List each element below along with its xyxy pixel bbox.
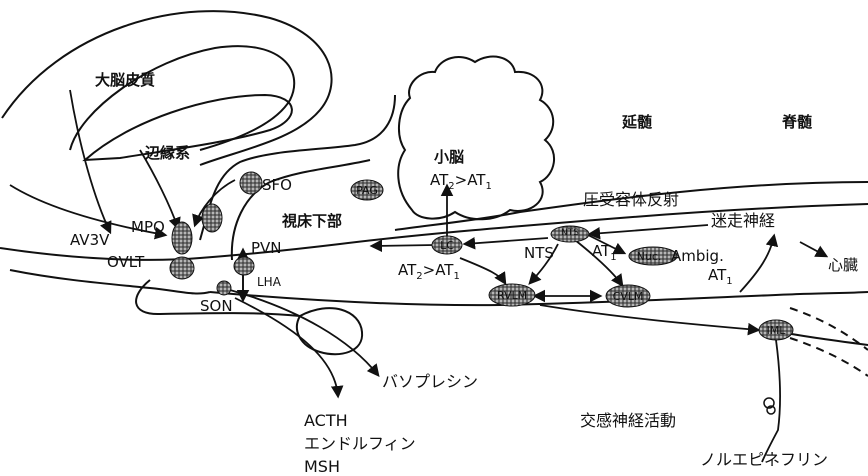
arrow-iml-down (761, 339, 782, 463)
iml-shape (758, 319, 794, 341)
pathways (9, 89, 829, 463)
endorphin-label: エンドルフィン (304, 434, 416, 453)
cortex-inner-arc (69, 45, 296, 151)
ganglion (763, 397, 776, 415)
arrow-son-vasopressin (229, 289, 380, 377)
ovlt-label: OVLT (107, 253, 145, 271)
nuc-amb-shape (628, 246, 678, 266)
arrow-lc-rvlm (459, 257, 507, 286)
cvlm-shape (605, 284, 651, 308)
son-shape (216, 280, 232, 296)
cortex-outer-arc (1, 10, 333, 166)
lha-label: LHA (257, 275, 281, 289)
pag-shape (350, 179, 384, 201)
msh-label: MSH (304, 457, 340, 476)
cerebellum-ratio: AT2>AT1 (430, 171, 492, 192)
arrow-vagus-heart (799, 241, 829, 258)
spinal-cord-label: 脊髄 (782, 113, 813, 131)
cvlm-text: CVLM (612, 290, 644, 303)
baroreflex-label: 圧受容体反射 (583, 190, 680, 209)
rvlm-text: RVLM (496, 289, 528, 302)
arrow-cortex-ovlt (9, 184, 168, 240)
ambig-at1: AT1 (708, 266, 733, 287)
nuc-amb-text: Nuc. (636, 250, 662, 263)
heart-label: 心臓 (828, 256, 859, 274)
cerebellum-base (394, 181, 868, 231)
ambig-label: Ambig. (671, 247, 724, 265)
medulla-label: 延髄 (622, 113, 653, 131)
noradrenaline-label: ノルエピネフリン (700, 450, 829, 469)
corpus-callosum (82, 93, 293, 162)
pituitary (295, 307, 364, 356)
pvn-shape (233, 256, 255, 276)
lc-ratio: AT2>AT1 (398, 261, 460, 282)
hypothalamic-wall (230, 159, 371, 261)
lc-text: LC (440, 239, 454, 252)
sfo-label: SFO (262, 176, 292, 194)
ovlt-shape (169, 256, 195, 280)
rvlm-shape (488, 283, 536, 307)
arrow-lc-left (369, 239, 436, 253)
arrow-vagus-to-nts (587, 224, 709, 240)
pvn-label: PVN (251, 239, 282, 257)
spinal-dash-2 (789, 337, 868, 377)
mpo-label: MPO (131, 218, 165, 236)
acth-label: ACTH (304, 411, 348, 430)
limbic-label: 辺縁系 (145, 144, 191, 162)
arrow-limbic-mpo (139, 149, 181, 231)
arrow-pvn-acth (234, 297, 344, 399)
av3v-label: AV3V (70, 231, 110, 249)
limbic-contour (199, 94, 396, 241)
arrow-nts-rvlm (528, 243, 559, 285)
arrow-nts-cvlm (574, 239, 624, 288)
son-label: SON (200, 297, 233, 315)
cortex-label: 大脳皮質 (95, 71, 156, 89)
arrow-nuc-vagus (739, 233, 779, 293)
brainstem-upper (0, 203, 868, 261)
mpo-upper-shape (201, 203, 223, 233)
nts-label: NTS (524, 244, 554, 262)
cerebellum-label: 小脳 (434, 148, 465, 166)
brain-outlines (0, 10, 868, 377)
arrow-rvlm-iml (539, 304, 761, 336)
lc-shape (431, 235, 463, 255)
arrow-sfo-mpo (192, 179, 236, 228)
mpo-shape (171, 221, 193, 255)
nuclei-shapes (169, 171, 794, 341)
spinal-dash-1 (789, 307, 868, 351)
brainstem-lower (209, 291, 868, 307)
nts-shape (550, 225, 590, 243)
hypothalamus-label: 視床下部 (282, 212, 343, 230)
sfo-shape (239, 171, 263, 195)
vasopressin-label: バソプレシン (382, 372, 479, 391)
arrow-cortex-av3v (69, 89, 112, 235)
nts-inner-text: NTS (561, 228, 579, 238)
nts-at1: AT1 (592, 242, 617, 263)
cerebellum-outline (397, 55, 555, 221)
vagus-label: 迷走神経 (711, 211, 776, 230)
hypothalamus-floor (9, 269, 211, 295)
arrow-nts-lc (462, 236, 549, 250)
sympathetic-label: 交感神経活動 (580, 411, 677, 430)
iml-text: IML (766, 324, 786, 337)
pag-text: PAG (356, 184, 378, 197)
